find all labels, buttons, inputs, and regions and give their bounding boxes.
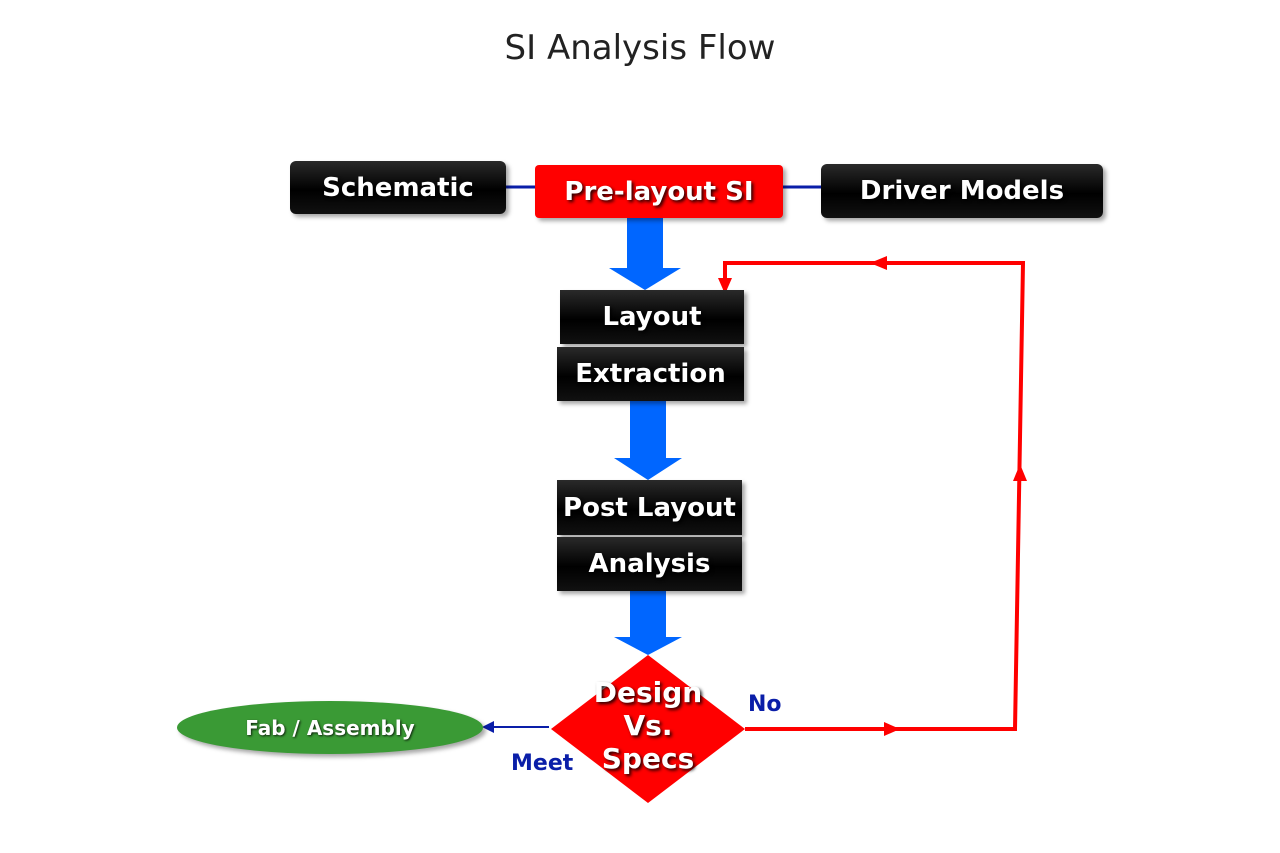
decision-label-line-3: Specs (601, 742, 695, 775)
feedback-arrowhead-right (884, 722, 900, 736)
node-pre-layout-si: Pre-layout SI (535, 165, 783, 218)
feedback-arrowhead-up (1013, 464, 1027, 481)
flow-arrow-3 (614, 588, 682, 655)
decision-label-line-2: Vs. (623, 709, 673, 742)
node-post-layout: Post Layout (557, 480, 742, 535)
edge-label-no: No (748, 692, 782, 717)
flow-arrow-1 (609, 218, 681, 290)
meet-arrowhead (482, 721, 494, 733)
flow-arrow-2 (614, 400, 682, 480)
diagram-title: SI Analysis Flow (504, 28, 776, 68)
feedback-loop (723, 261, 1026, 731)
node-extraction: Extraction (557, 347, 744, 401)
feedback-arrowhead-left (870, 256, 887, 270)
node-layout: Layout (560, 290, 744, 344)
decision-label-line-1: Design (593, 676, 703, 709)
edge-label-meet: Meet (511, 751, 574, 776)
feedback-arrowhead-down (718, 278, 732, 294)
decision-label: Design Vs. Specs (582, 676, 714, 775)
node-fab-assembly: Fab / Assembly (177, 701, 483, 754)
node-driver-models: Driver Models (821, 164, 1103, 218)
decision-diamond (551, 655, 745, 803)
node-analysis: Analysis (557, 537, 742, 591)
node-schematic: Schematic (290, 161, 506, 214)
